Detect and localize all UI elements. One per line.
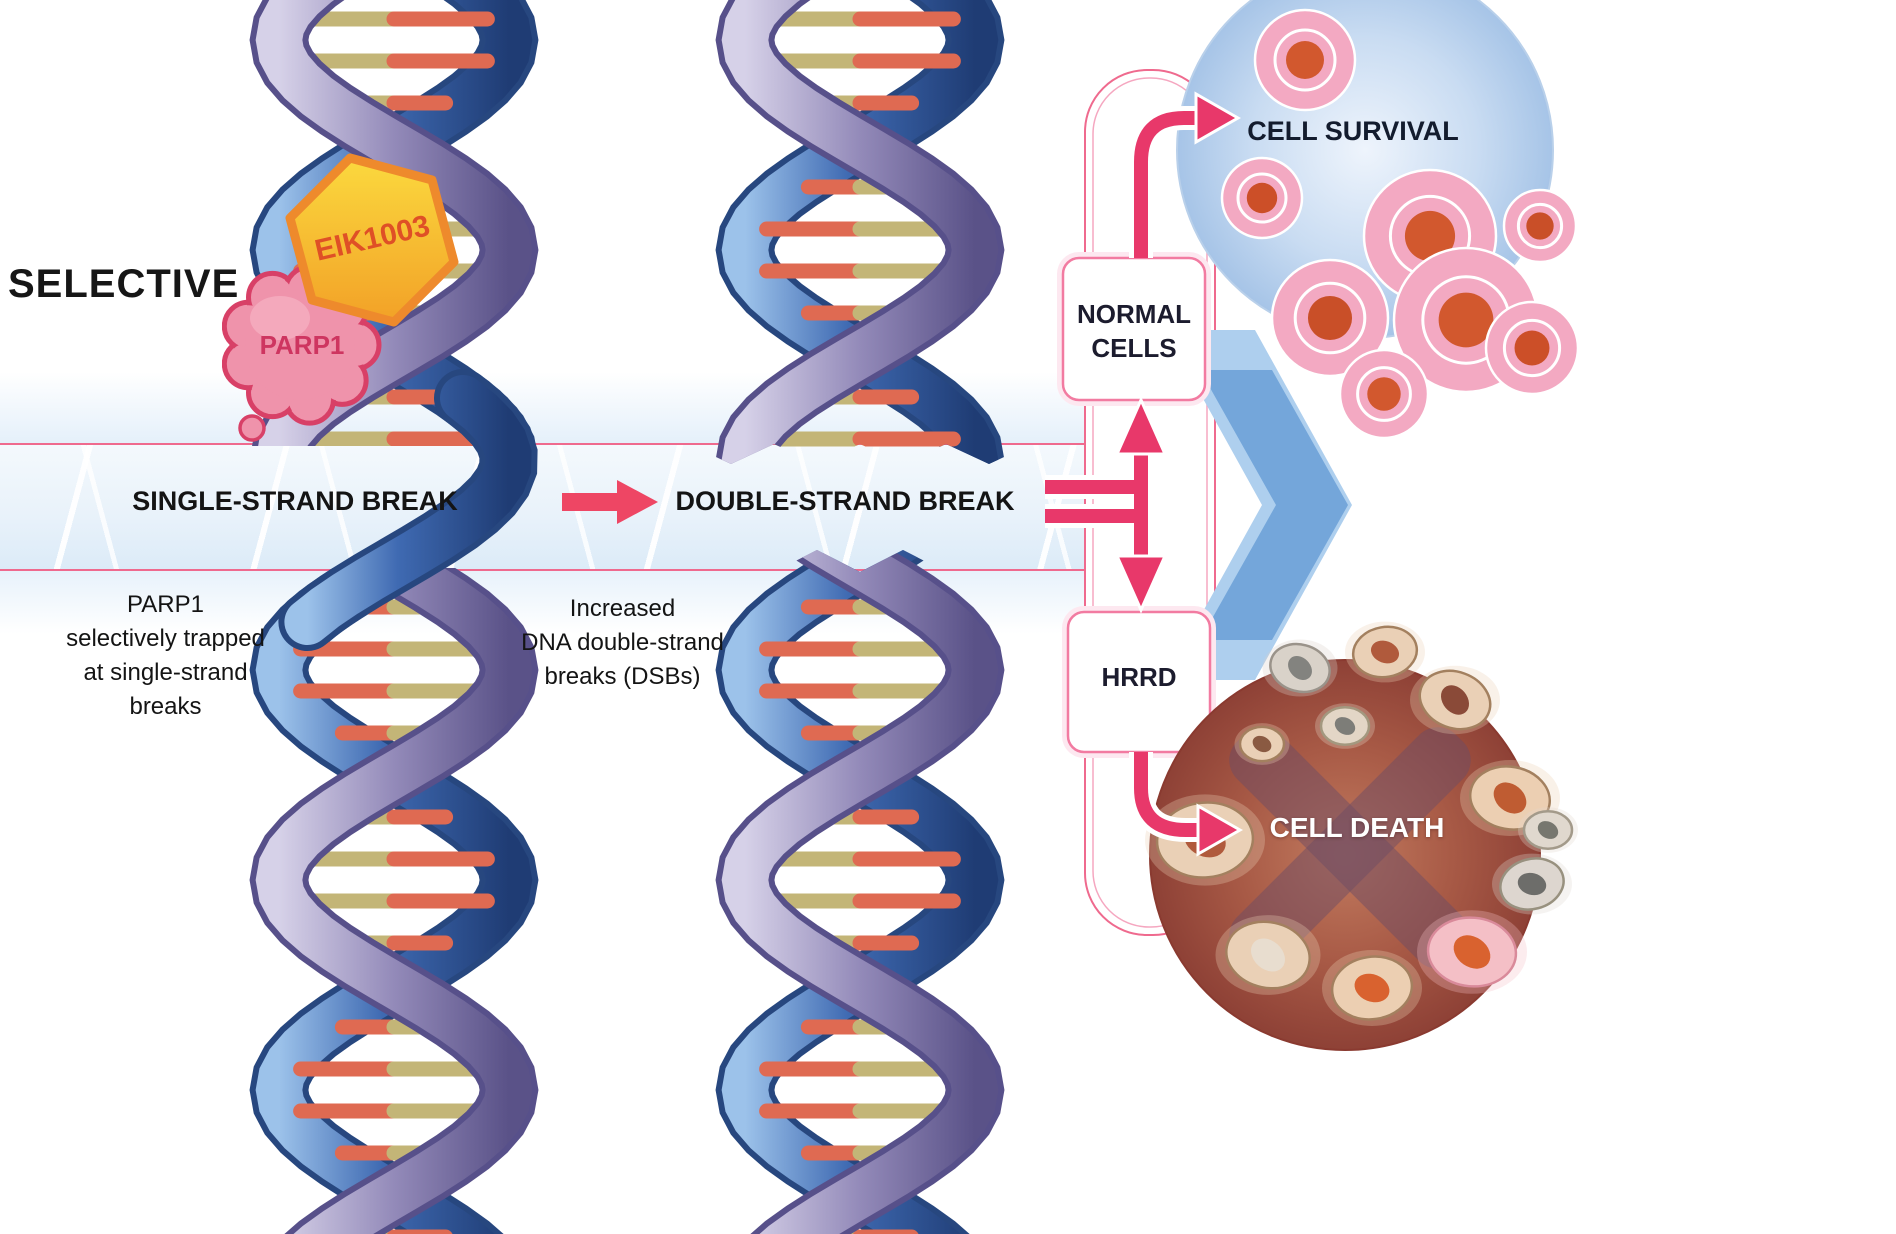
- selective-title: SELECTIVE: [8, 262, 240, 306]
- arrow-head: [617, 480, 658, 524]
- arrow-shaft: [562, 493, 620, 511]
- dsb-caption: Increased DNA double-strand breaks (DSBs…: [521, 595, 724, 691]
- normal-cells-box-label: NORMAL CELLS: [1076, 299, 1192, 363]
- dna-helix-double-strand-break: [715, 0, 1005, 1234]
- cell-survival-label: CELL SURVIVAL: [1247, 116, 1459, 146]
- protein-label: PARP1: [259, 330, 345, 360]
- ssb-caption: PARP1 selectively trapped at single-stra…: [66, 591, 265, 721]
- cell-death-label: CELL DEATH: [1269, 812, 1445, 843]
- hrrd-box-label: HRRD: [1101, 662, 1177, 692]
- single-strand-break-label: SINGLE-STRAND BREAK: [132, 486, 458, 516]
- outcome-pathway-graphic: [1045, 0, 1580, 1051]
- pathway-band: [0, 443, 1092, 571]
- double-strand-break-label: DOUBLE-STRAND BREAK: [675, 486, 1015, 516]
- dna-helix-single-strand-break: [222, 0, 539, 1234]
- ssb-to-dsb-arrow: [562, 480, 658, 524]
